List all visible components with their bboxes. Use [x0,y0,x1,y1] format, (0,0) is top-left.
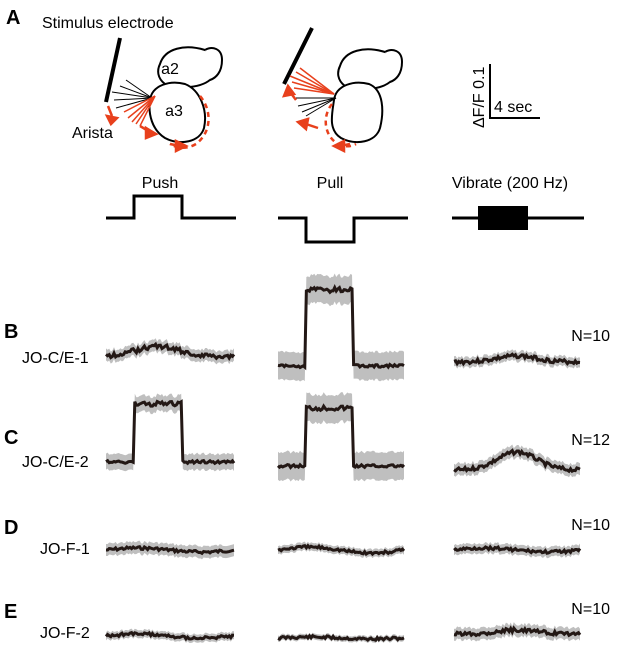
response-traces [104,273,582,644]
scale-bar-lines [489,64,540,119]
row-label-jo-ce-1: JO-C/E-1 [22,350,89,367]
trace-jo-f-2-pull [277,633,405,643]
arista-label: Arista [72,125,113,142]
scale-bar-y-label: ΔF/F 0.1 [471,67,488,128]
n-count-jo-ce-2: N=12 [571,432,610,449]
trace-jo-ce-1-pull-band [278,273,404,382]
trace-jo-f-2-vibrate [453,625,582,638]
trace-jo-ce-2-push-band [106,393,234,472]
panel-letter-a: A [6,7,20,29]
scale-bar: ΔF/F 0.1 4 sec [471,64,540,128]
trace-jo-ce-1-push [105,341,236,362]
panel-letter-d: D [4,517,18,539]
a2-lobe-right [384,49,404,83]
n-count-jo-f-2: N=10 [571,601,610,618]
trace-jo-ce-2-push [105,399,236,466]
arista-branches-left [111,79,153,109]
antenna-pull-diagram [281,27,404,154]
condition-push-label: Push [142,175,178,192]
condition-vibrate-label: Vibrate (200 Hz) [452,175,568,192]
electrode-right [282,27,314,85]
trace-jo-ce-1-vibrate [453,352,581,367]
push-arrows [104,105,189,154]
trace-jo-f-1-pull [277,543,406,557]
push-protocol [106,194,236,220]
a3-segment-right [330,81,384,144]
trace-jo-ce-2-pull [276,403,406,470]
electrode-left [104,37,122,103]
row-label-jo-f-2: JO-F-2 [40,625,90,642]
a3-label-left: a3 [165,103,183,120]
trace-jo-f-1-push [105,544,235,556]
condition-pull-label: Pull [317,175,344,192]
n-count-jo-f-1: N=10 [571,517,610,534]
trace-jo-ce-2-pull-band [278,392,404,482]
panel-letter-e: E [4,601,17,623]
vibrate-protocol [452,206,584,230]
trace-jo-ce-1-push-band [106,338,234,365]
arista-branches-displaced-left [123,95,156,127]
row-label-jo-ce-2: JO-C/E-2 [22,454,89,471]
trace-jo-ce-2-vibrate [453,448,581,474]
trace-jo-f-1-vibrate [453,544,582,556]
arista-branches-displaced-right [289,67,335,95]
antenna-push-diagram: a2 a3 Arista [72,37,224,154]
trace-jo-ce-2-vibrate-band [454,444,580,478]
panel-letter-b: B [4,321,18,343]
row-label-jo-f-1: JO-F-1 [40,541,90,558]
panel-letter-c: C [4,427,18,449]
arista-branches-right [296,97,337,117]
pull-arrows [281,83,351,154]
a2-label-left: a2 [161,61,179,78]
trace-jo-ce-1-pull [277,283,405,371]
scale-bar-x-label: 4 sec [494,99,532,116]
a3-segment-left [148,81,206,144]
trace-jo-f-2-push [104,630,235,642]
stimulus-electrode-label: Stimulus electrode [42,15,174,32]
n-count-jo-ce-1: N=10 [571,328,610,345]
a2-lobe-left [204,47,224,81]
pull-protocol [278,216,408,244]
